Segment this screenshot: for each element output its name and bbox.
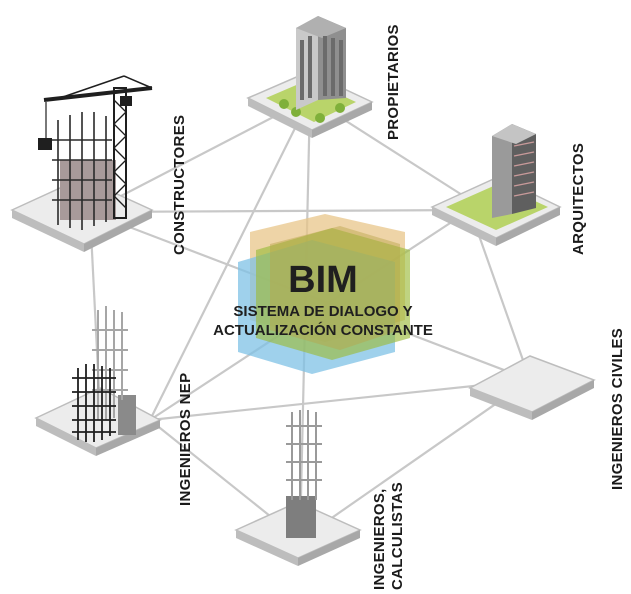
rebar-column-calculistas xyxy=(286,410,322,500)
line-arquitectos-civiles xyxy=(468,209,532,381)
hexagon-olive xyxy=(270,226,400,350)
building-constructores xyxy=(60,160,116,220)
column-base-calculistas xyxy=(286,496,316,538)
label-calculistas-line1: INGENIEROS, xyxy=(371,488,388,590)
line-civiles-calculistas xyxy=(299,379,531,541)
node-ingenieros-civiles xyxy=(468,355,596,420)
label-arquitectos: ARQUITECTOS xyxy=(570,143,587,255)
label-calculistas-line2: CALCULISTAS xyxy=(389,482,406,590)
rebar-grid-nep xyxy=(72,364,116,442)
scaffold-constructores xyxy=(52,112,112,230)
bim-hexagons xyxy=(238,214,410,374)
node-constructores xyxy=(10,75,154,252)
line-constructores-arquitectos xyxy=(89,208,471,214)
crane-load xyxy=(38,138,52,150)
node-ingenieros-nep xyxy=(34,306,162,456)
line-propietarios-nep xyxy=(149,97,311,421)
crane-icon xyxy=(38,75,153,219)
label-ingenieros-civiles: INGENIEROS CIVILES xyxy=(609,328,626,490)
label-constructores: CONSTRUCTORES xyxy=(171,115,188,255)
bim-title: BIM xyxy=(288,259,358,301)
label-propietarios: PROPIETARIOS xyxy=(385,24,402,140)
rebar-column-nep xyxy=(92,306,128,420)
column-base-nep xyxy=(118,395,136,435)
line-civiles-nep xyxy=(149,378,531,422)
node-calculistas xyxy=(234,410,362,566)
node-propietarios xyxy=(246,16,374,138)
node-arquitectos xyxy=(430,124,562,246)
label-ingenieros-nep: INGENIEROS NEP xyxy=(177,373,194,506)
bim-subtitle-line1: SISTEMA DE DIALOGO Y xyxy=(233,303,412,320)
bim-subtitle-line2: ACTUALIZACIÓN CONSTANTE xyxy=(213,321,433,339)
hexagon-green xyxy=(256,228,410,360)
building-arquitectos xyxy=(492,124,512,218)
